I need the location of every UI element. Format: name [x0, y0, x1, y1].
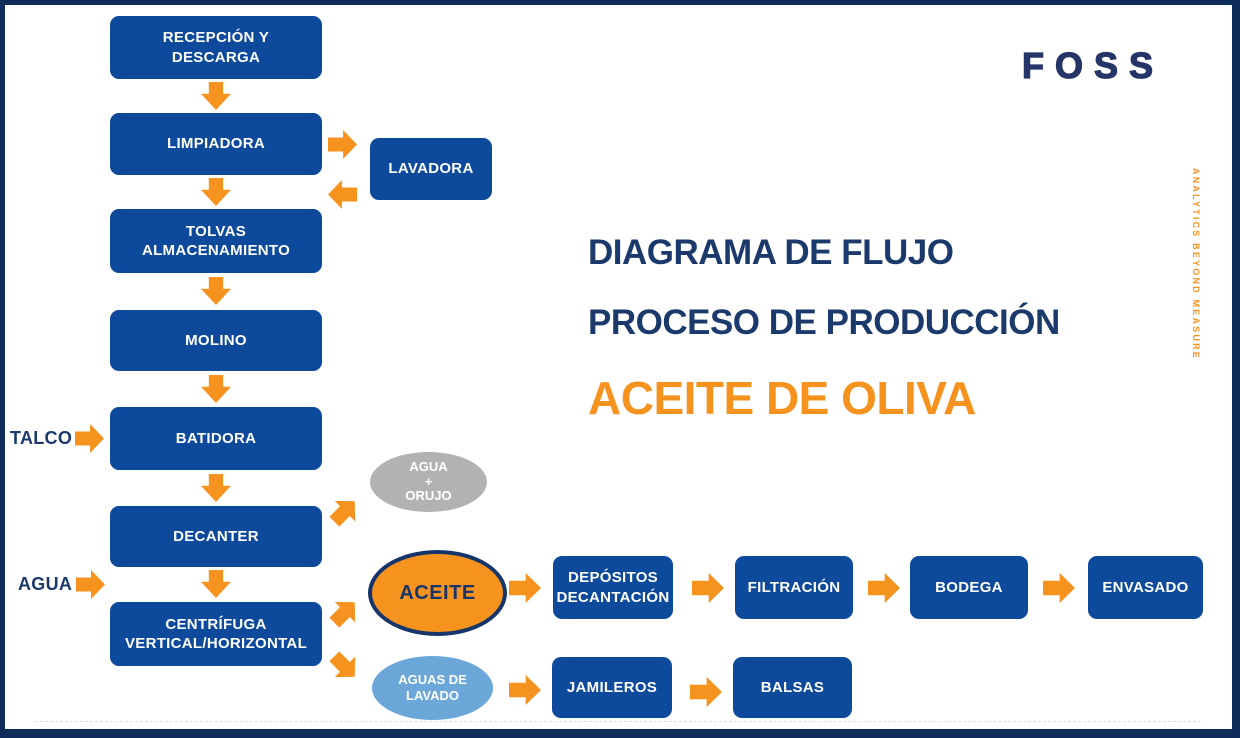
flow-step-filtracion: FILTRACIÓN	[735, 556, 853, 619]
foss-logo: FOSS	[1021, 44, 1165, 86]
arrow-right	[692, 573, 724, 603]
flow-step-jamileros: JAMILEROS	[552, 657, 672, 718]
flow-step-bodega: BODEGA	[910, 556, 1028, 619]
wash-water-node: AGUAS DE LAVADO	[372, 656, 493, 720]
arrow-right	[509, 675, 541, 705]
cut-mark-line	[35, 721, 1201, 722]
arrow-right	[509, 573, 541, 603]
input-label-agua: AGUA	[18, 574, 73, 594]
flow-step-decanter: DECANTER	[110, 506, 322, 567]
arrow-left	[328, 180, 357, 209]
flow-step-recepcion-descarga: RECEPCIÓN Y DESCARGA	[110, 16, 322, 79]
arrow-down	[201, 570, 231, 598]
flow-step-centrifuga: CENTRÍFUGA VERTICAL/HORIZONTAL	[110, 602, 322, 666]
arrow-down	[201, 474, 231, 502]
arrow-down	[201, 82, 231, 110]
flow-step-envasado: ENVASADO	[1088, 556, 1203, 619]
arrow-up-right	[324, 491, 365, 532]
flow-step-lavadora: LAVADORA	[370, 138, 492, 200]
title-line-2: PROCESO DE PRODUCCIÓN	[588, 303, 1060, 342]
flow-step-balsas: BALSAS	[733, 657, 852, 718]
flow-step-batidora: BATIDORA	[110, 407, 322, 470]
flow-step-limpiadora: LIMPIADORA	[110, 113, 322, 175]
arrow-right	[1043, 573, 1075, 603]
title-line-3: ACEITE DE OLIVA	[588, 372, 976, 424]
arrow-right	[328, 130, 357, 159]
arrow-right	[868, 573, 900, 603]
arrow-right	[76, 570, 105, 599]
flow-step-tolvas-almacenamiento: TOLVAS ALMACENAMIENTO	[110, 209, 322, 273]
brand-tagline-vertical: ANALYTICS BEYOND MEASURE	[1191, 168, 1201, 360]
byproduct-agua-orujo: AGUA + ORUJO	[370, 452, 487, 512]
arrow-down	[201, 375, 231, 403]
arrow-down-right	[324, 646, 365, 687]
arrow-down	[201, 277, 231, 305]
arrow-down	[201, 178, 231, 206]
input-label-talco: TALCO	[10, 428, 73, 448]
title-line-1: DIAGRAMA DE FLUJO	[588, 233, 954, 272]
arrow-right	[690, 677, 722, 707]
flow-step-depositos-decantacion: DEPÓSITOS DECANTACIÓN	[553, 556, 673, 619]
flow-step-molino: MOLINO	[110, 310, 322, 371]
oil-node-aceite: ACEITE	[368, 550, 507, 636]
arrow-up-right	[324, 592, 365, 633]
arrow-right	[75, 424, 104, 453]
